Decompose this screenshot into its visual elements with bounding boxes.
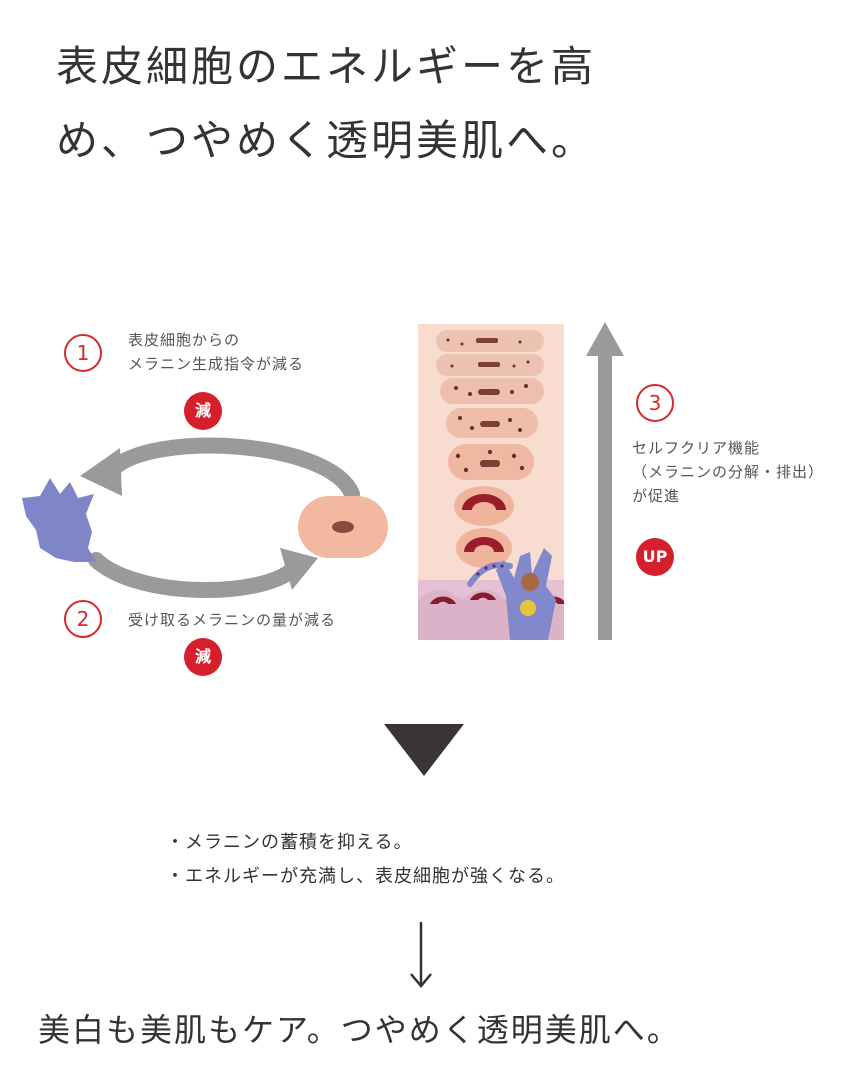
headline-line-2: め、つやめく透明美肌へ。 (56, 116, 597, 165)
result-bullets: ・メラニンの蓄積を抑える。 ・エネルギーが充満し、表皮細胞が強くなる。 (166, 826, 565, 894)
step-3-up-badge: UP (636, 538, 674, 576)
conclusion-text: 美白も美肌もケア。つやめく透明美肌へ。 (38, 1011, 681, 1049)
arrowhead-upper-icon (80, 448, 122, 496)
step-2-decrease-badge: 減 (184, 638, 222, 676)
step-3-line-1: セルフクリア機能 (632, 439, 761, 457)
cell-nucleus-icon (332, 521, 354, 533)
step-3-number: 3 (636, 384, 674, 422)
step-2-note: 受け取るメラニンの量が減る (128, 611, 337, 629)
down-triangle-icon (384, 724, 464, 776)
step-1-line-1: 表皮細胞からの (128, 331, 241, 349)
skin-cross-section-illustration (418, 324, 564, 640)
headline: 表皮細胞のエネルギーを高 め、つやめく透明美肌へ。 (56, 30, 816, 178)
curved-arrow-upper (104, 437, 360, 502)
arrowhead-lower-icon (280, 548, 318, 590)
upward-arrow-shaft (598, 352, 612, 640)
curved-arrow-lower (88, 552, 304, 598)
step-2-number: 2 (64, 600, 102, 638)
upward-arrowhead-icon (586, 322, 624, 356)
step-1-decrease-badge: 減 (184, 392, 222, 430)
melanocyte-icon (22, 478, 96, 562)
headline-line-1: 表皮細胞のエネルギーを高 (56, 42, 597, 91)
step-1-number: 1 (64, 334, 102, 372)
down-arrow-icon (410, 922, 432, 988)
step-3-note: セルフクリア機能 （メラニンの分解・排出） が促進 (632, 436, 824, 508)
step-1-line-2: メラニン生成指令が減る (128, 355, 305, 373)
result-bullet-1: ・メラニンの蓄積を抑える。 (166, 832, 413, 853)
step-3-line-3: が促進 (632, 487, 681, 505)
step-1-note: 表皮細胞からの メラニン生成指令が減る (128, 328, 304, 376)
step-3-line-2: （メラニンの分解・排出） (632, 463, 825, 481)
result-bullet-2: ・エネルギーが充満し、表皮細胞が強くなる。 (166, 866, 565, 887)
